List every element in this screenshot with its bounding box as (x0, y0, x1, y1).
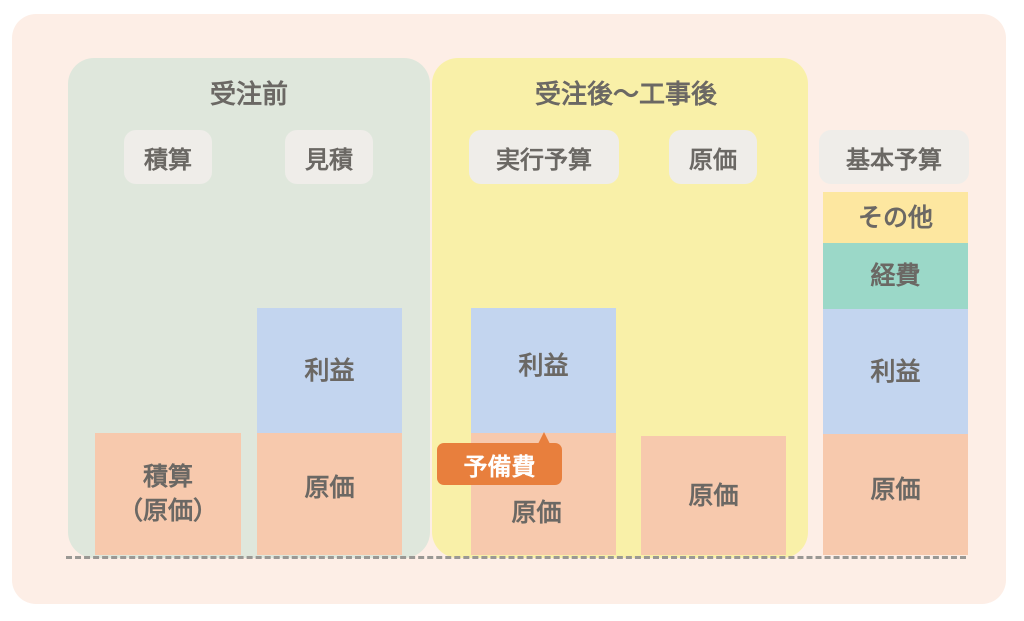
block-quote-profit: 利益 (257, 308, 402, 433)
contingency-callout: 予備費 (437, 443, 562, 485)
block-basic-cost: 原価 (823, 434, 968, 555)
block-basic-expense: 経費 (823, 243, 968, 309)
block-label: 原価 (870, 474, 921, 504)
block-basic-other: その他 (823, 192, 968, 243)
section-title: 受注前 (209, 80, 288, 110)
block-label: 利益 (304, 355, 355, 385)
block-label: 原価 (304, 473, 355, 503)
block-label: 利益 (870, 356, 921, 386)
baseline-dashed-line (66, 556, 966, 559)
block-actual-cost: 原価 (641, 436, 786, 555)
block-basic-profit: 利益 (823, 309, 968, 434)
column-label-basic-budget: 基本予算 (819, 130, 969, 184)
block-label: その他 (857, 202, 933, 232)
block-label: 利益 (518, 350, 569, 380)
block-label: 原価 (688, 480, 739, 510)
column-label-cost: 原価 (669, 130, 757, 184)
block-label: 経費 (870, 261, 921, 291)
column-label-sekisan: 積算 (124, 130, 212, 184)
column-label-mitsumori: 見積 (285, 130, 373, 184)
column-label-execution-budget: 実行予算 (469, 130, 619, 184)
block-estimate-cost: 積算 （原価） (95, 433, 241, 555)
callout-tail (538, 432, 550, 444)
section-title: 受注後〜工事後 (534, 80, 717, 110)
block-label: 原価 (511, 498, 562, 528)
block-execution-profit: 利益 (471, 308, 616, 433)
block-quote-cost: 原価 (257, 433, 402, 555)
